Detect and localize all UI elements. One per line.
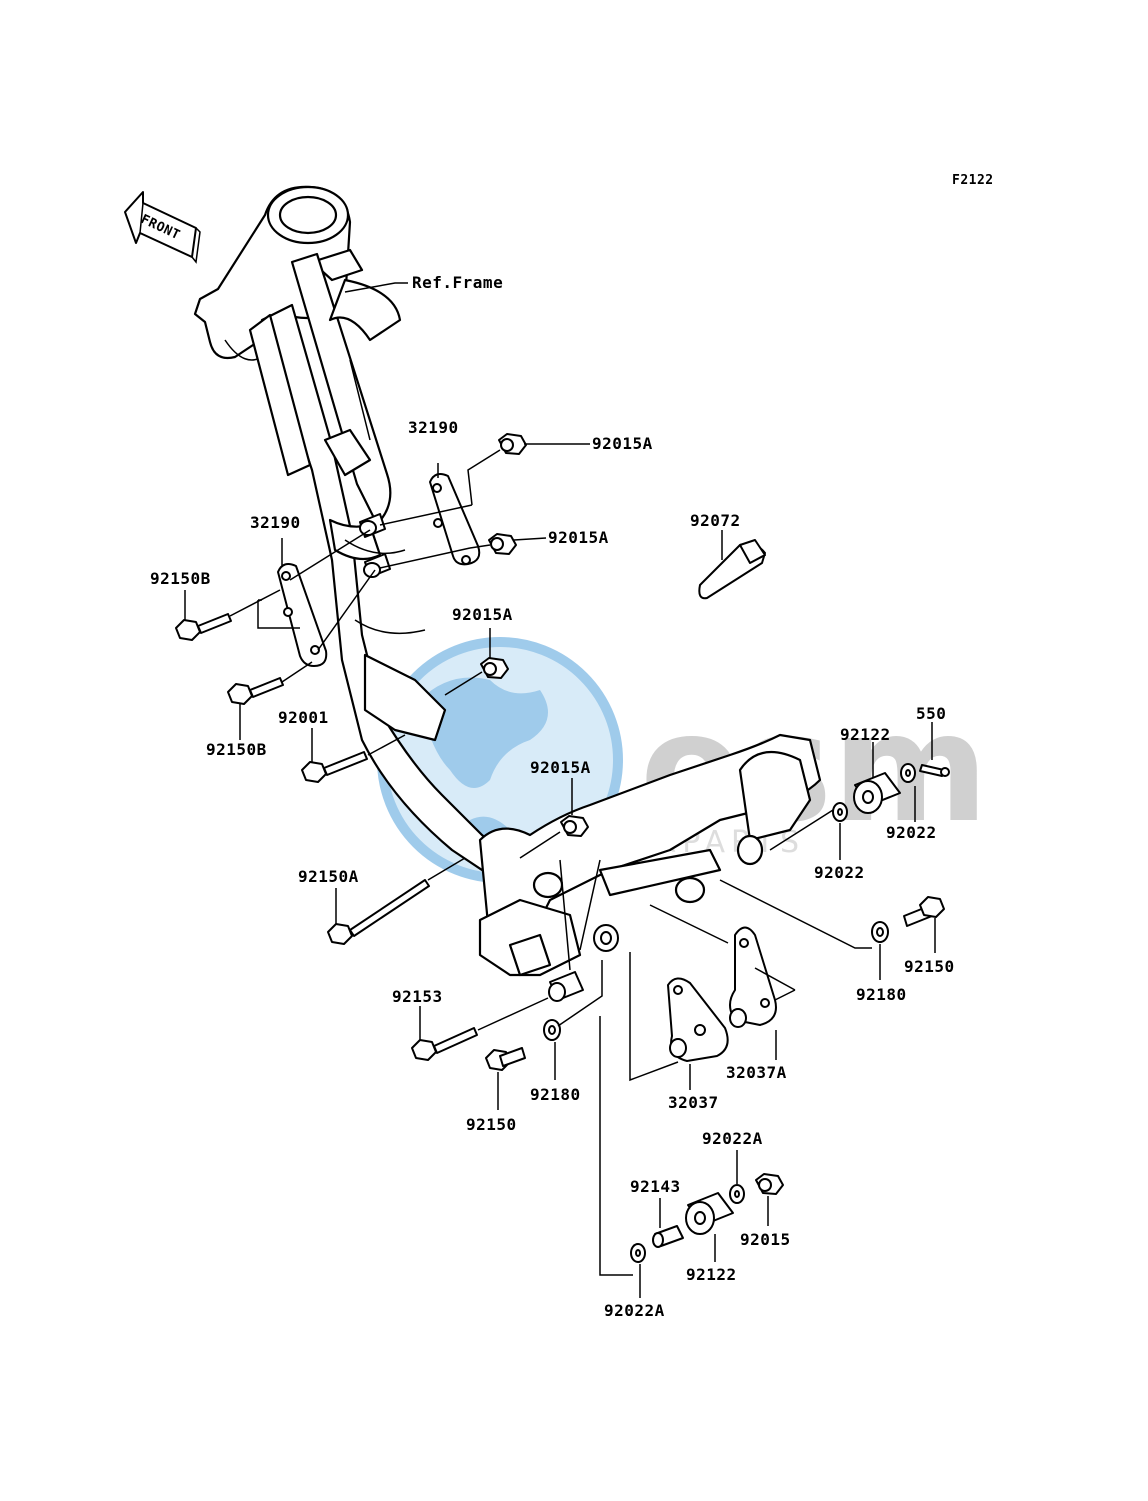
front-arrow: FRONT — [124, 191, 201, 264]
bracket-32037 — [667, 977, 729, 1062]
bolt-92150b-lower — [227, 677, 284, 705]
label-92153: 92153 — [392, 987, 443, 1006]
label-92015a-upper: 92015A — [592, 434, 653, 453]
label-92072: 92072 — [690, 511, 741, 530]
label-92022a-upper: 92022A — [702, 1129, 763, 1148]
spacer-upper — [359, 513, 386, 538]
bolt-92150b-upper — [175, 613, 232, 641]
collar-92143 — [652, 1225, 684, 1248]
label-92022-right: 92022 — [886, 823, 937, 842]
label-92143: 92143 — [630, 1177, 681, 1196]
label-92122-right: 92122 — [840, 725, 891, 744]
label-92180-right: 92180 — [856, 985, 907, 1004]
figure-code: F2122 — [952, 173, 994, 188]
cotter-pin-550 — [919, 764, 950, 777]
label-92180-left: 92180 — [530, 1085, 581, 1104]
label-32037: 32037 — [668, 1093, 719, 1112]
label-92022-center: 92022 — [814, 863, 865, 882]
bolt-92150-right — [903, 896, 945, 927]
ref-frame-label: Ref.Frame — [412, 273, 503, 292]
bushing-lower — [593, 924, 619, 952]
label-92015a-mid: 92015A — [548, 528, 609, 547]
nut-92015 — [755, 1173, 784, 1195]
collar-92122-bottom — [685, 1192, 734, 1235]
spacer-lower-frame — [548, 971, 584, 1002]
label-92001: 92001 — [278, 708, 329, 727]
spacer-lower — [363, 553, 391, 578]
label-92122-bottom: 92122 — [686, 1265, 737, 1284]
label-92150b-upper: 92150B — [150, 569, 211, 588]
nut-92015a-lower — [560, 815, 589, 837]
washer-92022a-bottom — [630, 1243, 646, 1263]
label-92150a: 92150A — [298, 867, 359, 886]
nut-92015a-center — [480, 657, 509, 679]
label-32037a: 32037A — [726, 1063, 787, 1082]
label-92150b-lower: 92150B — [206, 740, 267, 759]
motorcycle-frame — [193, 185, 822, 977]
watermark-continents — [420, 677, 548, 860]
label-550: 550 — [916, 704, 946, 723]
bolt-92153 — [411, 1027, 478, 1061]
mounting-plate-left — [277, 563, 328, 667]
label-92015a-center: 92015A — [452, 605, 513, 624]
nut-92015a-mid — [488, 533, 517, 555]
bracket-32037a — [729, 926, 777, 1028]
washer-92022a-upper — [729, 1184, 745, 1204]
label-92150-left: 92150 — [466, 1115, 517, 1134]
washer-92022-center — [832, 802, 848, 822]
bolt-92150a — [327, 879, 430, 945]
bolt-92150-left — [485, 1047, 526, 1071]
washer-92180-left — [543, 1019, 561, 1041]
bolt-92001 — [301, 751, 368, 783]
collar-92122-right — [853, 772, 901, 814]
label-92015a-lower: 92015A — [530, 758, 591, 777]
label-92015: 92015 — [740, 1230, 791, 1249]
clip-92072 — [698, 539, 766, 600]
nut-92015a-upper — [498, 433, 527, 455]
label-92150-right: 92150 — [904, 957, 955, 976]
washer-92180-right — [871, 921, 889, 943]
label-32190-left: 32190 — [250, 513, 301, 532]
label-92022a-bottom: 92022A — [604, 1301, 665, 1320]
washer-92022-right — [900, 763, 916, 783]
label-32190-upper: 32190 — [408, 418, 459, 437]
